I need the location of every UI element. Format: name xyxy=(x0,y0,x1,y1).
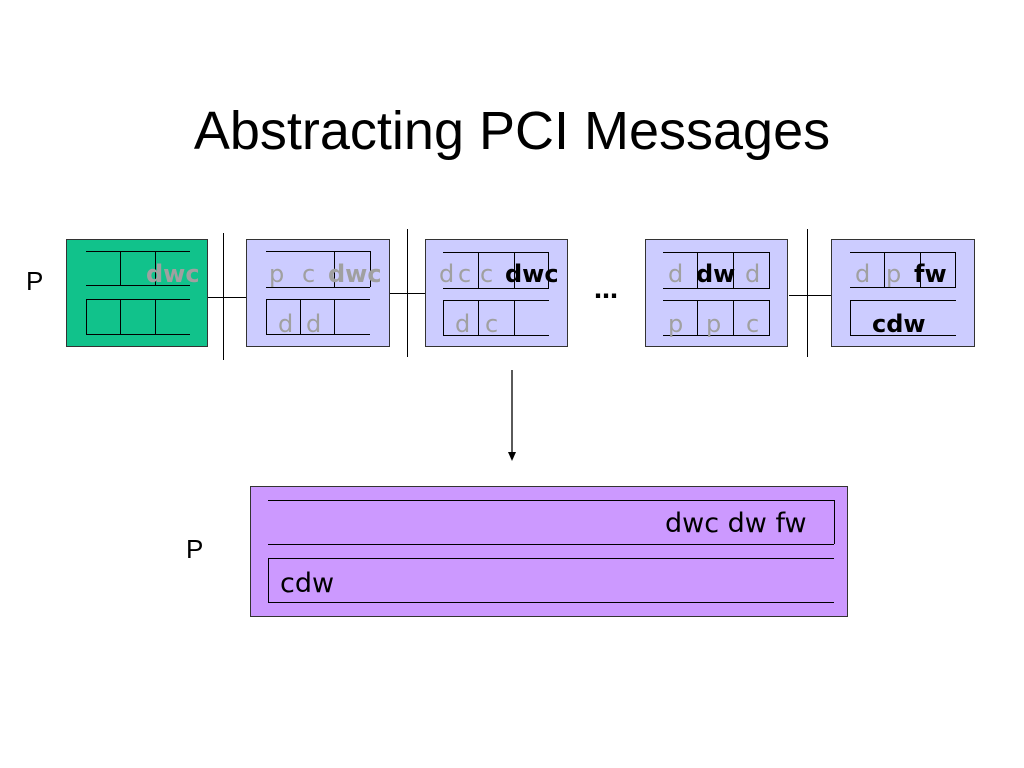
box-3-cell: d xyxy=(455,310,471,338)
divider-line xyxy=(334,299,335,334)
ellipsis-text: … xyxy=(594,276,618,304)
divider-line xyxy=(850,300,851,335)
box-5-cell: cdw xyxy=(872,310,926,338)
divider-line xyxy=(266,299,370,300)
box-4-cell: dw xyxy=(696,260,736,288)
box-4-cell: p xyxy=(706,310,722,338)
box-4-cell: d xyxy=(745,260,761,288)
divider-line xyxy=(86,285,190,286)
divider-line xyxy=(86,334,190,335)
result-message-box xyxy=(250,486,848,617)
box-3-cell: c xyxy=(480,260,494,288)
divider-line xyxy=(443,288,549,289)
divider-line xyxy=(268,602,834,603)
divider-line xyxy=(266,299,267,334)
divider-line xyxy=(86,299,190,300)
divider-line xyxy=(120,251,121,285)
divider-line xyxy=(920,252,921,287)
divider-line xyxy=(514,300,515,335)
box-5-cell: d xyxy=(855,260,871,288)
divider-line xyxy=(834,500,835,544)
box-4-cell: c xyxy=(746,310,760,338)
box-4-cell: d xyxy=(668,260,684,288)
divider-line xyxy=(443,252,549,253)
bottom-p-label: P xyxy=(186,534,204,564)
divider-line xyxy=(120,299,121,334)
box-2-cell: dwc xyxy=(328,260,382,288)
down-arrow xyxy=(508,370,516,461)
top-p-label: P xyxy=(26,266,44,296)
box-2-cell: d xyxy=(278,310,294,338)
box-2-cell: d xyxy=(306,310,322,338)
box-3-cell: c xyxy=(458,260,472,288)
divider-line xyxy=(850,300,956,301)
box-3-cell: dwc xyxy=(505,260,559,288)
divider-line xyxy=(663,335,770,336)
message-box-3 xyxy=(425,239,568,347)
connector-line xyxy=(390,293,425,294)
message-box-2 xyxy=(246,239,390,347)
box-2-cell: c xyxy=(302,260,316,288)
divider-line xyxy=(268,558,834,559)
divider-line xyxy=(266,251,370,252)
box-3-cell: c xyxy=(485,310,499,338)
separator-line xyxy=(807,229,808,357)
divider-line xyxy=(663,252,770,253)
box-1-label: dwc xyxy=(146,260,200,288)
divider-line xyxy=(86,251,190,252)
divider-line xyxy=(268,558,269,602)
connector-line xyxy=(208,297,246,298)
divider-line xyxy=(884,252,885,287)
divider-line xyxy=(733,252,734,288)
separator-line xyxy=(223,233,224,360)
divider-line xyxy=(663,300,770,301)
box-3-cell: d xyxy=(439,260,455,288)
divider-line xyxy=(266,287,370,288)
connector-line xyxy=(789,295,831,296)
divider-line xyxy=(86,299,87,334)
divider-line xyxy=(443,335,549,336)
divider-line xyxy=(155,299,156,334)
divider-line xyxy=(268,500,834,501)
divider-line xyxy=(548,252,549,288)
divider-line xyxy=(334,251,335,287)
divider-line xyxy=(850,287,956,288)
divider-line xyxy=(733,300,734,335)
box-2-cell: p xyxy=(269,260,285,288)
divider-line xyxy=(697,252,698,288)
box-4-cell: p xyxy=(668,310,684,338)
divider-line xyxy=(268,544,834,545)
divider-line xyxy=(850,335,956,336)
divider-line xyxy=(769,300,770,335)
divider-line xyxy=(370,251,371,287)
divider-line xyxy=(769,252,770,288)
message-box-1 xyxy=(66,239,208,347)
divider-line xyxy=(300,299,301,334)
divider-line xyxy=(478,300,479,335)
box-5-cell: fw xyxy=(914,260,947,288)
result-row-1-text: dwc dw fw xyxy=(665,508,807,539)
divider-line xyxy=(155,251,156,285)
divider-line xyxy=(478,252,479,288)
divider-line xyxy=(514,252,515,288)
divider-line xyxy=(266,334,370,335)
divider-line xyxy=(443,300,444,335)
message-box-4 xyxy=(645,239,788,347)
divider-line xyxy=(850,252,956,253)
divider-line xyxy=(443,300,549,301)
result-row-2-text: cdw xyxy=(280,568,335,599)
divider-line xyxy=(697,300,698,335)
message-box-5 xyxy=(831,239,975,347)
slide-title: Abstracting PCI Messages xyxy=(193,101,831,161)
box-5-cell: p xyxy=(886,260,902,288)
divider-line xyxy=(663,288,770,289)
divider-line xyxy=(955,252,956,287)
